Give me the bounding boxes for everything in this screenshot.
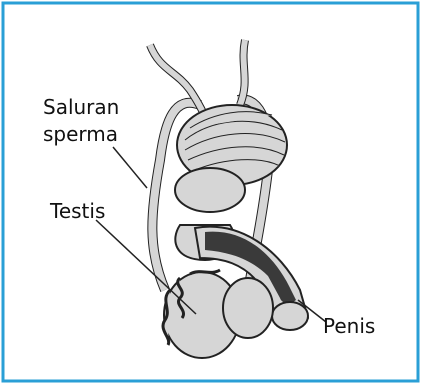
prostate xyxy=(175,168,245,212)
label-penis: Penis xyxy=(323,314,375,338)
label-saluran: Saluran xyxy=(43,95,119,119)
label-testis: Testis xyxy=(50,199,105,223)
pointer-line-saluran-sperma xyxy=(113,147,147,188)
label-sperma: sperma xyxy=(43,122,118,146)
testis-middle xyxy=(223,278,273,338)
penis-glans xyxy=(272,302,308,330)
